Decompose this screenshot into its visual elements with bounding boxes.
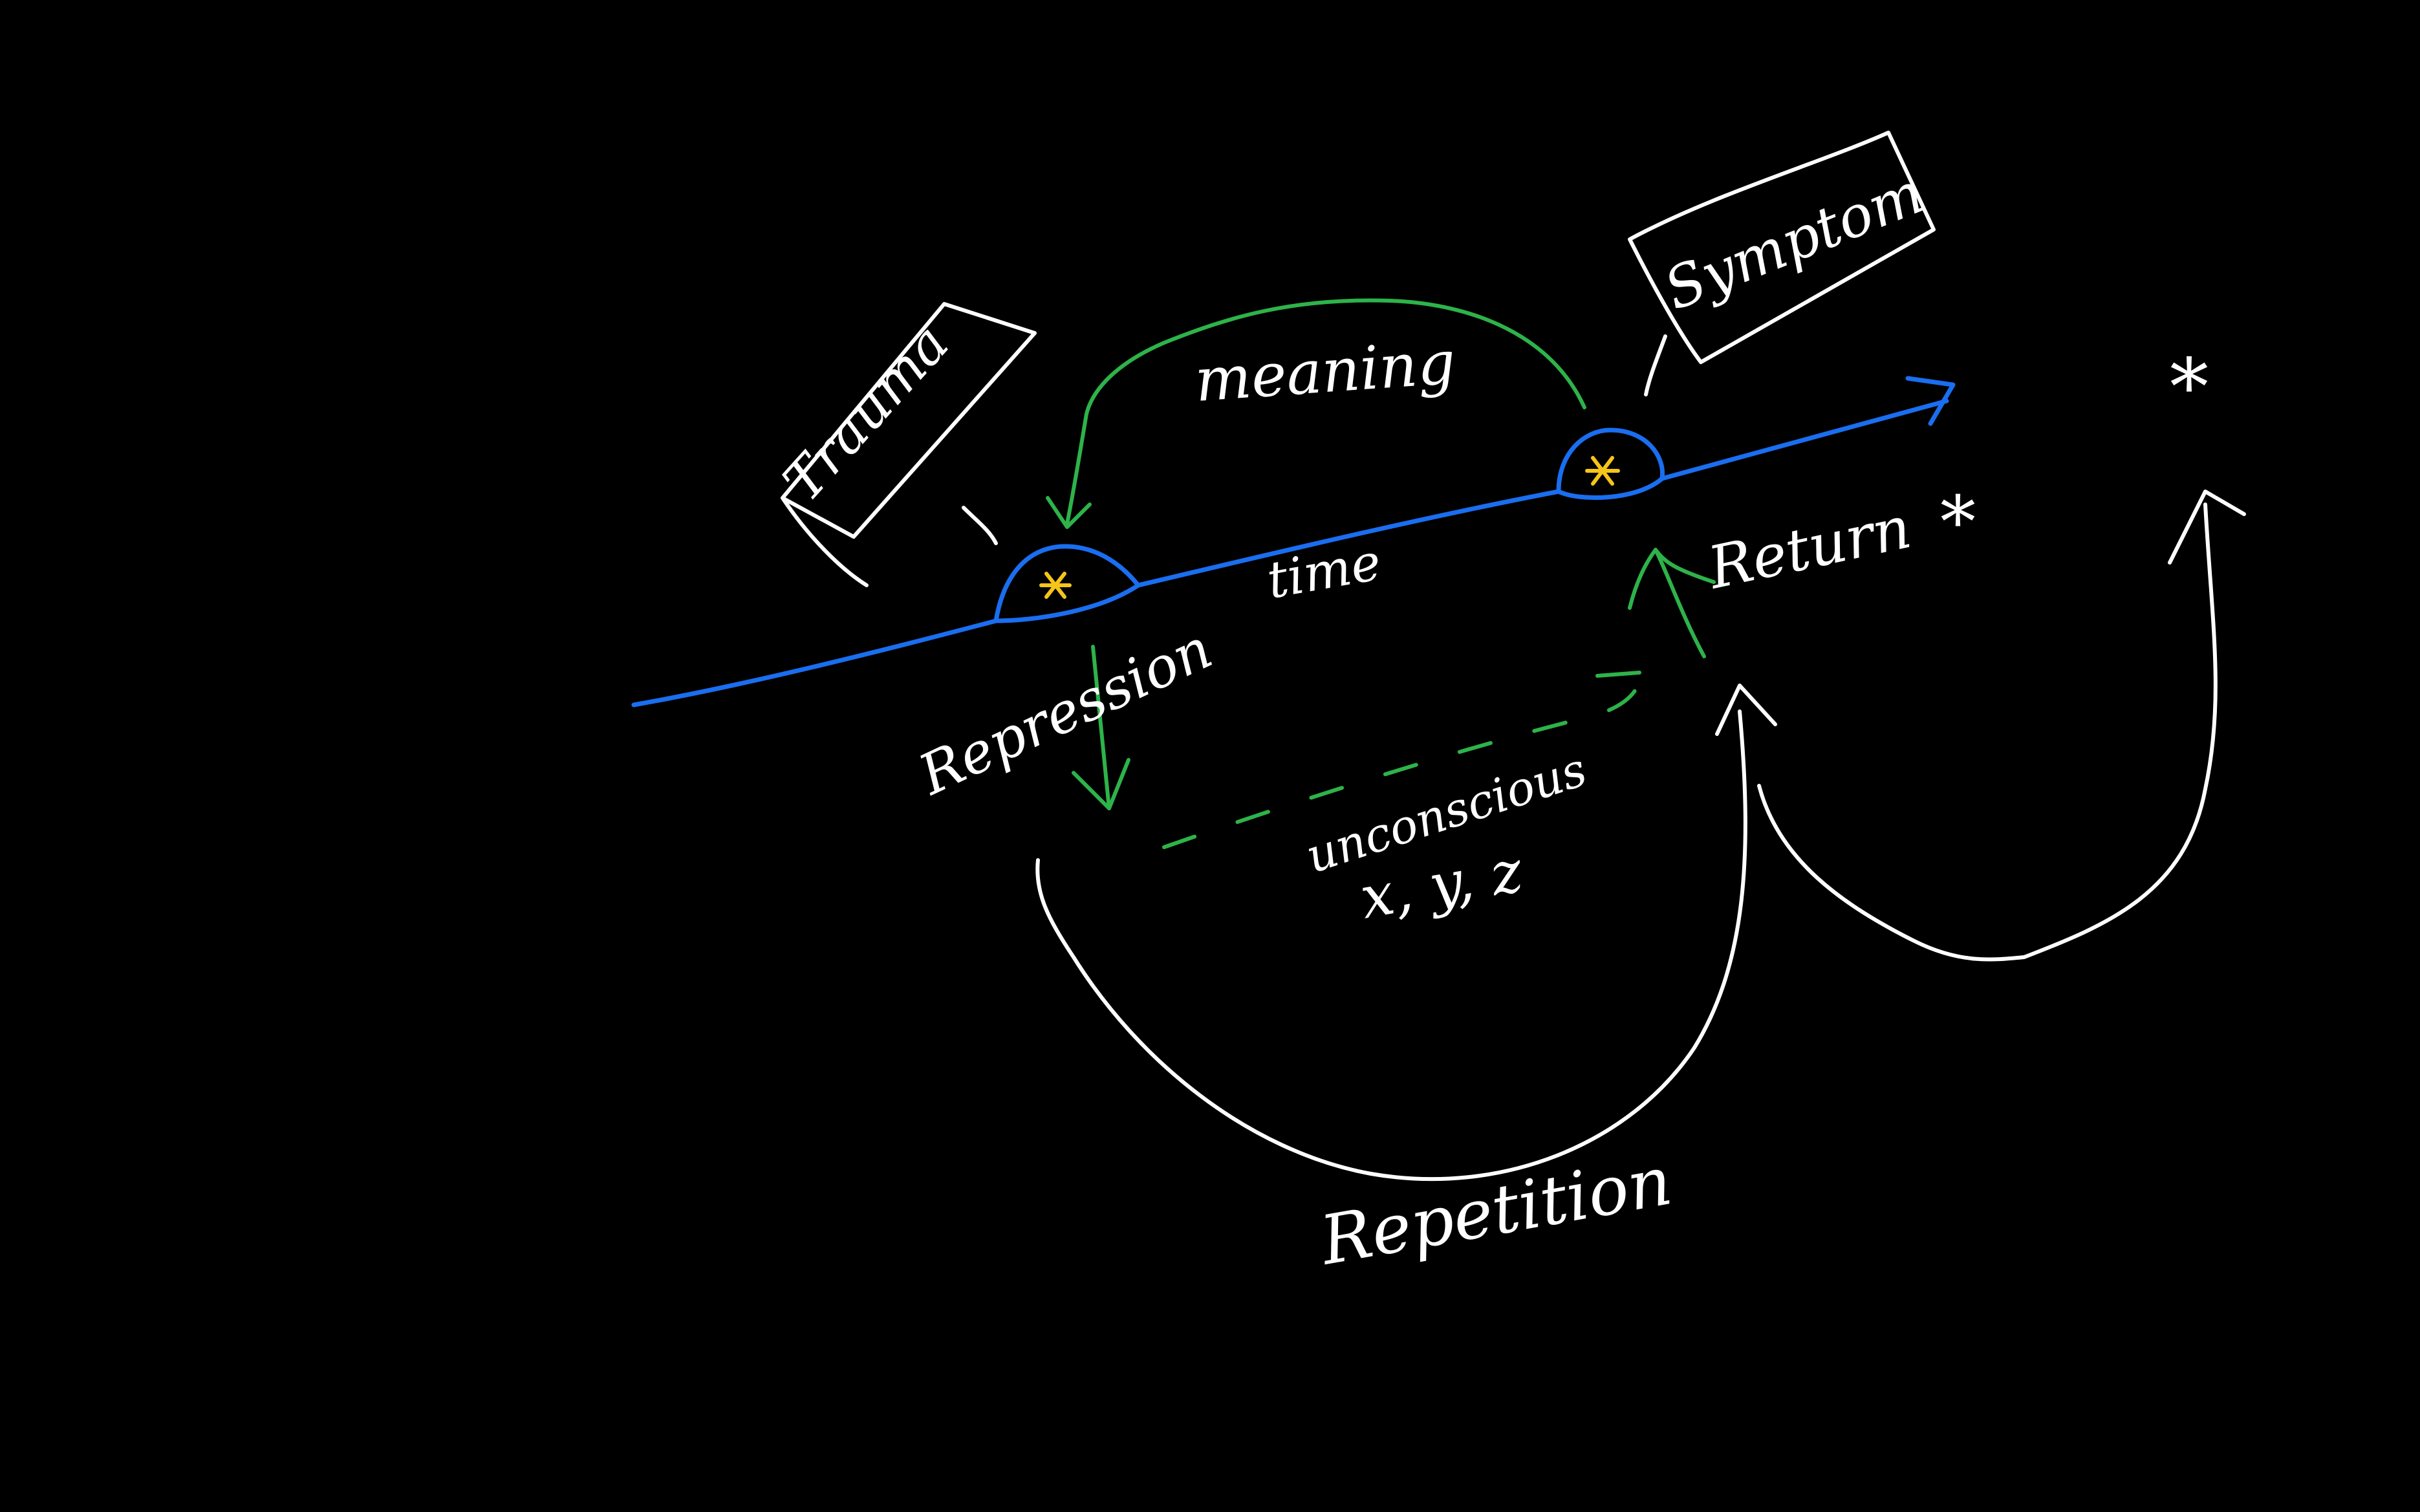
symptom-box: Symptom <box>1628 131 1936 396</box>
repression-arrow: Repression <box>909 616 1222 810</box>
return-arrow: Return * <box>1628 481 1976 658</box>
repetition-loop: Repetition <box>1035 684 1777 1280</box>
right-loop-line <box>1757 502 2218 962</box>
trauma-box: Trauma <box>771 302 1037 587</box>
unconscious-path: unconscious x, y, z <box>1162 671 1642 933</box>
symptom-event-star-icon <box>1585 456 1620 486</box>
return-star-label: * <box>1940 481 1976 563</box>
symptom-event <box>1556 427 1665 500</box>
repression-arrowhead <box>1072 758 1130 810</box>
timeline-right-segment <box>1659 398 1949 481</box>
unconscious-dashed-end <box>1595 671 1641 678</box>
repetition-loop-line <box>1035 709 1747 1182</box>
timeline-arrowhead <box>1905 376 1956 426</box>
timeline <box>631 376 1956 707</box>
trauma-event-star-icon <box>1039 572 1072 599</box>
meaning-label: meaning <box>1193 328 1458 415</box>
right-star-label: * <box>2170 343 2209 433</box>
symptom-label: Symptom <box>1655 159 1932 323</box>
timeline-middle-segment <box>1136 489 1561 588</box>
return-arrow-line <box>1654 548 1706 658</box>
trauma-event-mound <box>993 544 1141 623</box>
time-label: time <box>1263 533 1385 610</box>
repression-label: Repression <box>909 616 1222 808</box>
timeline-left-segment <box>631 618 999 707</box>
symptom-box-outline <box>1628 131 1936 364</box>
right-loop: * <box>1757 343 2246 962</box>
unconscious-dashed-line <box>1162 671 1642 849</box>
symptom-event-mound <box>1556 427 1665 500</box>
trauma-box-outline <box>781 302 1037 539</box>
repetition-label: Repetition <box>1313 1141 1678 1280</box>
repetition-loop-arrowhead <box>1715 684 1777 736</box>
repression-arrow-line <box>1091 645 1111 810</box>
trauma-event <box>993 544 1141 623</box>
return-label: Return <box>1702 493 1917 603</box>
meaning-arrow: meaning <box>1046 298 1586 529</box>
trauma-pointer <box>962 506 998 545</box>
trauma-box-tail <box>781 496 869 587</box>
right-loop-arrowhead <box>2168 490 2246 565</box>
return-arrowhead <box>1628 548 1716 610</box>
meaning-arrow-line <box>1065 298 1586 526</box>
symptom-pointer <box>1644 334 1667 396</box>
trauma-label: Trauma <box>771 312 961 513</box>
meaning-arrowhead <box>1046 496 1092 529</box>
